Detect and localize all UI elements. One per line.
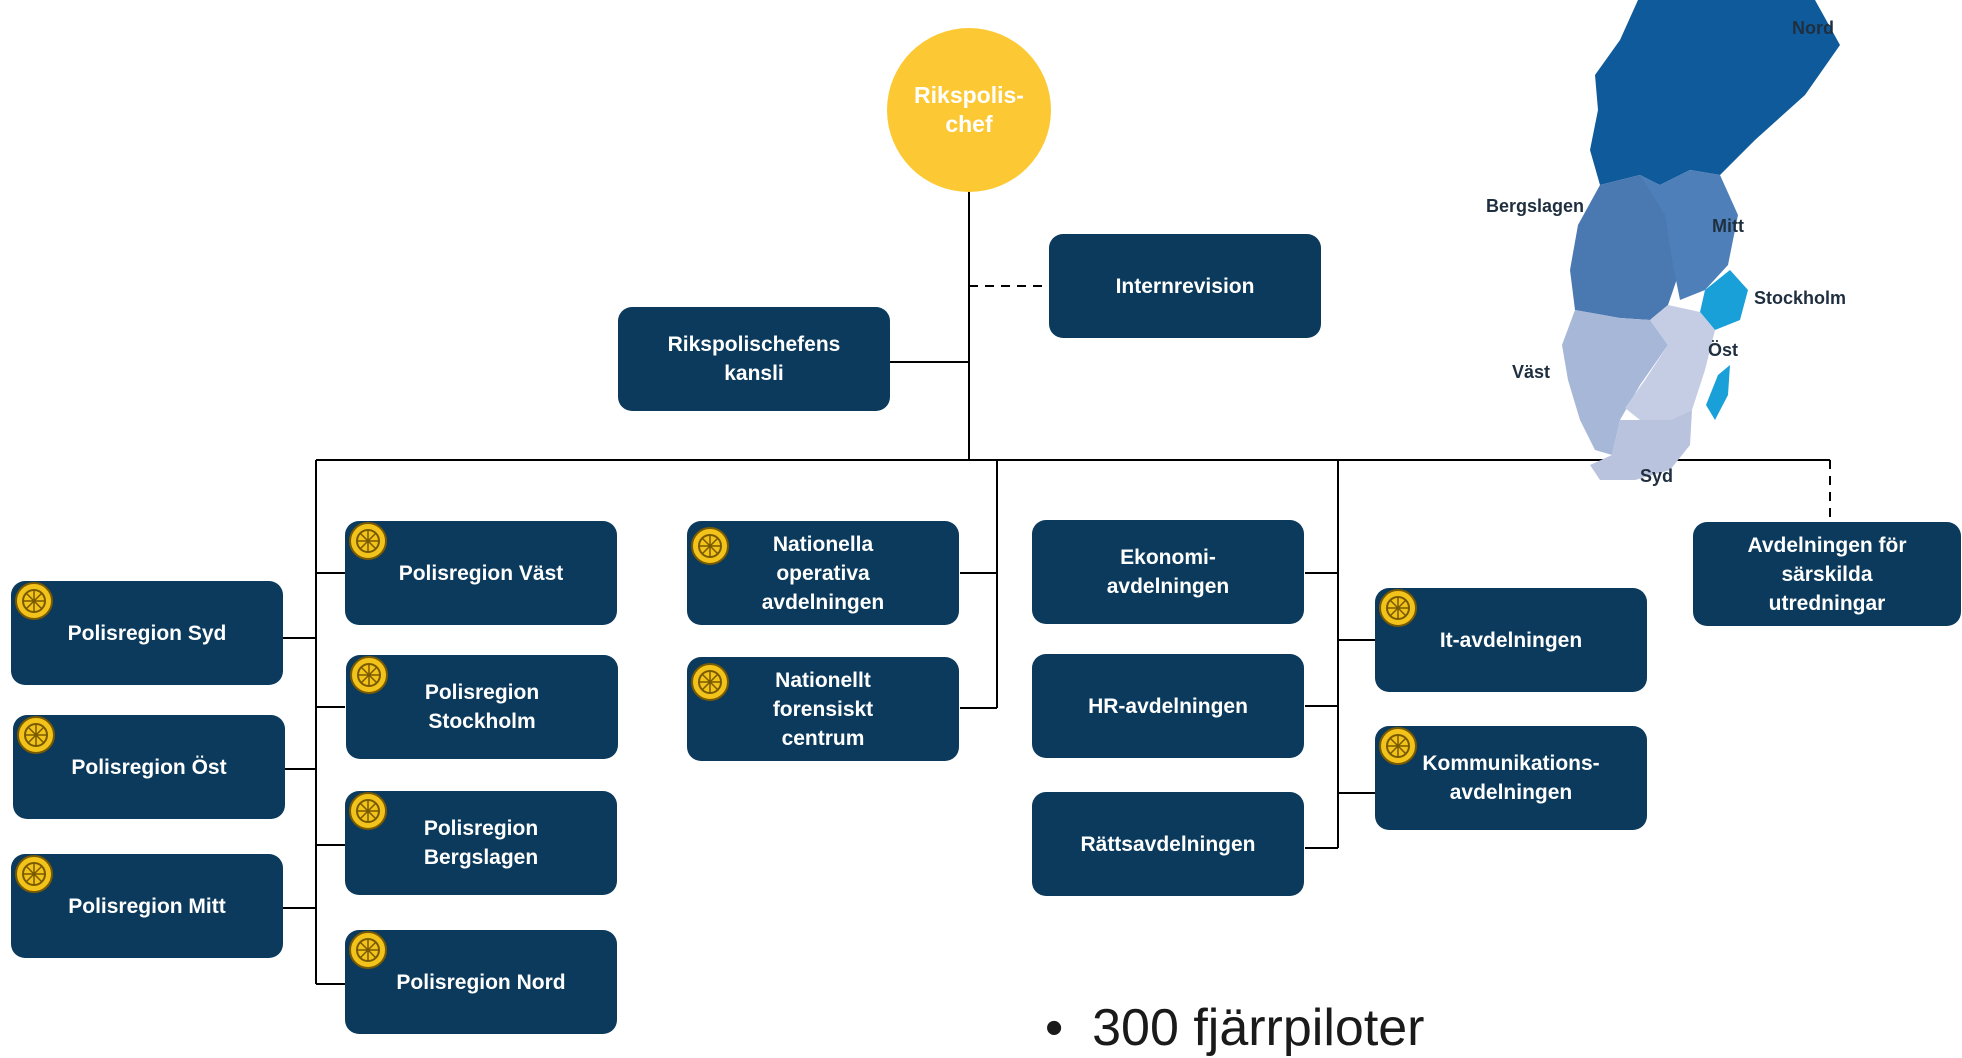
kommunikationsavdelningen-label: Kommunikations- avdelningen: [1422, 752, 1600, 804]
polisregion-ost-label: Polisregion Öst: [71, 755, 227, 779]
connector-lines: [282, 0, 1840, 985]
map-label-syd: Syd: [1640, 466, 1674, 486]
map-label-stockholm: Stockholm: [1754, 288, 1847, 308]
sweden-map: [1562, 0, 1840, 480]
polisregion-mitt-box[interactable]: Polisregion Mitt: [11, 854, 283, 958]
polisregion-vast-box[interactable]: Polisregion Väst: [345, 521, 617, 625]
police-badge-icon: [349, 931, 387, 969]
bullet-point: • 300 fjärrpiloter: [1045, 999, 1425, 1057]
rikspolischef-node: Rikspolis- chef: [887, 28, 1051, 192]
police-badge-icon: [15, 582, 53, 620]
police-badge-icon: [1379, 727, 1417, 765]
map-region-nord: [1590, 0, 1840, 185]
it-avdelningen-box[interactable]: It-avdelningen: [1375, 588, 1647, 692]
map-label-vast: Väst: [1512, 362, 1551, 382]
polisregion-mitt-label: Polisregion Mitt: [68, 894, 226, 918]
map-label-ost: Öst: [1708, 340, 1739, 360]
map-region-gotland: [1706, 365, 1730, 420]
noa-label: Nationella operativa avdelningen: [761, 532, 885, 614]
it-avdelningen-label: It-avdelningen: [1439, 628, 1583, 652]
rattsavdelningen-box[interactable]: Rättsavdelningen: [1032, 792, 1304, 896]
map-region-stockholm: [1700, 270, 1748, 330]
police-badge-icon: [691, 527, 729, 565]
nfc-label: Nationellt forensiskt centrum: [772, 668, 874, 750]
polisregion-vast-label: Polisregion Väst: [398, 561, 564, 585]
police-badge-icon: [691, 663, 729, 701]
nationellt-forensiskt-centrum-box[interactable]: Nationellt forensiskt centrum: [687, 657, 959, 761]
nationella-operativa-avdelningen-box[interactable]: Nationella operativa avdelningen: [687, 521, 959, 625]
bullet-text: 300 fjärrpiloter: [1092, 999, 1425, 1057]
police-badge-icon: [15, 855, 53, 893]
polisregion-stockholm-box[interactable]: Polisregion Stockholm: [346, 655, 618, 759]
map-region-ost: [1625, 305, 1715, 420]
map-region-vast: [1562, 310, 1668, 455]
ekonomiavdelningen-box[interactable]: Ekonomi- avdelningen: [1032, 520, 1304, 624]
police-badge-icon: [350, 656, 388, 694]
map-label-nord: Nord: [1792, 18, 1834, 38]
polisregion-syd-box[interactable]: Polisregion Syd: [11, 581, 283, 685]
polisregion-stockholm-label: Polisregion Stockholm: [424, 681, 540, 733]
map-label-bergslagen: Bergslagen: [1486, 196, 1585, 216]
police-badge-icon: [349, 522, 387, 560]
police-badge-icon: [349, 792, 387, 830]
polisregion-ost-box[interactable]: Polisregion Öst: [13, 715, 285, 819]
polisregion-bergslagen-box[interactable]: Polisregion Bergslagen: [345, 791, 617, 895]
map-label-mitt: Mitt: [1712, 216, 1744, 236]
police-badge-icon: [17, 716, 55, 754]
polisregion-bergslagen-label: Polisregion Bergslagen: [423, 817, 539, 869]
kommunikationsavdelningen-box[interactable]: Kommunikations- avdelningen: [1375, 726, 1647, 830]
sarskilda-utredningar-box[interactable]: Avdelningen för särskilda utredningar: [1693, 522, 1961, 626]
polisregion-nord-label: Polisregion Nord: [396, 970, 566, 994]
rikspolischefens-kansli-box[interactable]: Rikspolischefens kansli: [618, 307, 890, 411]
hr-avdelningen-box[interactable]: HR-avdelningen: [1032, 654, 1304, 758]
map-region-syd: [1590, 410, 1692, 480]
map-region-mitt: [1640, 170, 1738, 300]
polisregion-syd-label: Polisregion Syd: [67, 621, 227, 645]
internrevision-box[interactable]: Internrevision: [1049, 234, 1321, 338]
polisregion-nord-box[interactable]: Polisregion Nord: [345, 930, 617, 1034]
police-badge-icon: [1379, 589, 1417, 627]
map-region-bergslagen: [1570, 175, 1680, 320]
